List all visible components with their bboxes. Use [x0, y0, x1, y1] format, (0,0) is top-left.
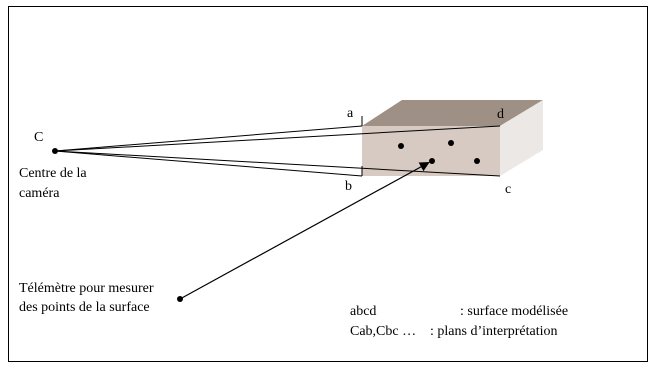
line-c-to-b: [54, 150, 363, 177]
label-rangefinder-line1: Télémètre pour mesurer: [19, 281, 154, 296]
label-camera-line2: caméra: [19, 186, 60, 201]
line-c-to-d: [54, 125, 501, 152]
surface-point-1: [398, 143, 404, 149]
camera-centre-point: [52, 148, 58, 154]
legend-row1-value: : surface modélisée: [460, 304, 568, 319]
legend-row2-key: Cab,Cbc …: [350, 324, 416, 339]
label-corner-c: c: [505, 182, 511, 197]
label-camera-line1: Centre de la: [19, 166, 87, 181]
label-rangefinder-line2: des points de la surface: [19, 300, 150, 315]
rangefinder-arrow: [179, 162, 430, 300]
surface-point-2: [448, 140, 454, 146]
legend-row2-value: : plans d’interprétation: [430, 324, 558, 339]
box-top-face: [362, 100, 543, 126]
line-c-to-a: [54, 125, 363, 152]
line-c-to-c: [54, 150, 501, 177]
box-front-face: [362, 126, 500, 176]
label-point-c: C: [34, 130, 43, 145]
legend-row1-key: abcd: [350, 304, 376, 319]
surface-point-3: [429, 158, 435, 164]
surface-point-4: [474, 158, 480, 164]
diagram-frame: [8, 6, 648, 362]
label-corner-b: b: [345, 179, 352, 194]
label-corner-a: a: [347, 106, 354, 121]
box-side-face: [500, 100, 543, 176]
label-corner-d: d: [497, 107, 504, 122]
